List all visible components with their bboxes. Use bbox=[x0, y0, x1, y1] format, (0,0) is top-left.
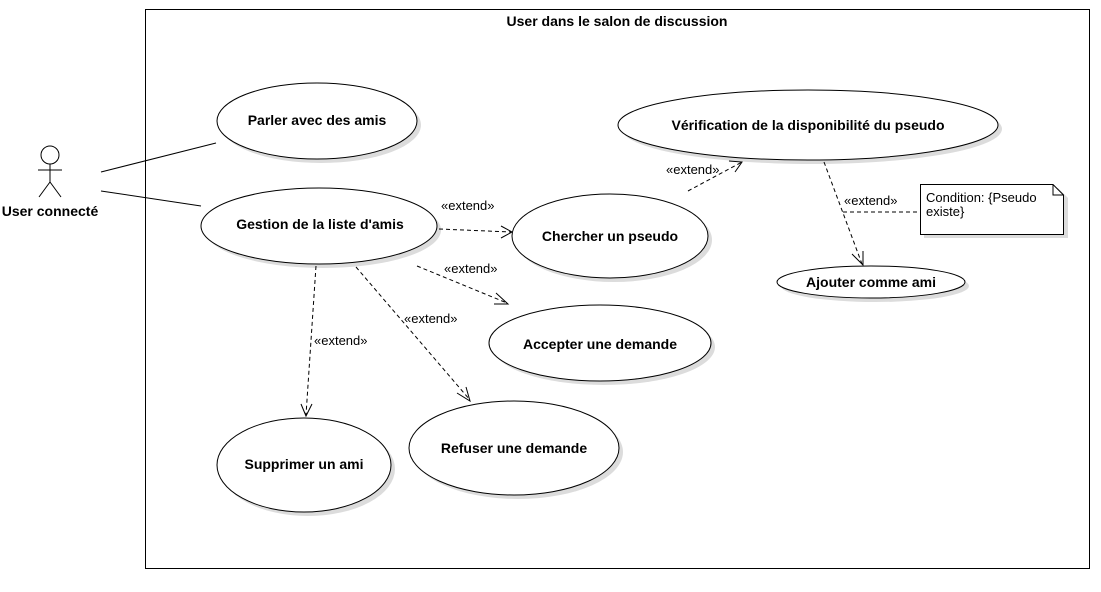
actor-left-leg bbox=[38, 181, 51, 198]
actor-user-connecte: User connecté bbox=[2, 145, 99, 219]
extend-label: «extend» bbox=[444, 261, 498, 276]
use-case-ajouter-label: Ajouter comme ami bbox=[806, 274, 936, 290]
use-case-accepter[interactable]: Accepter une demande bbox=[488, 304, 715, 385]
use-case-verification-label: Vérification de la disponibilité du pseu… bbox=[671, 117, 944, 133]
extend-label: «extend» bbox=[844, 193, 898, 208]
extend-gestion-accepter: «extend» bbox=[416, 261, 510, 305]
association-parler bbox=[100, 142, 217, 173]
association-gestion bbox=[100, 190, 202, 207]
extend-label: «extend» bbox=[314, 333, 368, 348]
use-case-supprimer[interactable]: Supprimer un ami bbox=[216, 417, 395, 516]
use-case-chercher-label: Chercher un pseudo bbox=[542, 228, 678, 244]
extend-gestion-refuser: «extend» bbox=[355, 266, 471, 403]
use-case-refuser[interactable]: Refuser une demande bbox=[408, 400, 623, 499]
use-case-ajouter[interactable]: Ajouter comme ami bbox=[776, 265, 969, 302]
use-case-parler-label: Parler avec des amis bbox=[248, 112, 387, 128]
system-title: User dans le salon de discussion bbox=[507, 13, 728, 29]
use-case-refuser-label: Refuser une demande bbox=[441, 440, 587, 456]
extend-gestion-chercher: «extend» bbox=[438, 198, 514, 239]
extend-chercher-verification: «extend» bbox=[666, 160, 743, 192]
extend-label: «extend» bbox=[441, 198, 495, 213]
use-case-verification[interactable]: Vérification de la disponibilité du pseu… bbox=[617, 89, 1002, 164]
extend-verification-ajouter: «extend» bbox=[823, 161, 898, 267]
use-case-gestion[interactable]: Gestion de la liste d'amis bbox=[200, 187, 441, 268]
note-line-2: existe} bbox=[926, 204, 965, 219]
note-condition: Condition: {Pseudo existe} bbox=[920, 184, 1068, 238]
use-case-gestion-label: Gestion de la liste d'amis bbox=[236, 216, 404, 232]
use-case-supprimer-label: Supprimer un ami bbox=[244, 456, 363, 472]
actor-right-leg bbox=[49, 181, 62, 198]
use-case-accepter-label: Accepter une demande bbox=[523, 336, 677, 352]
extend-gestion-supprimer: «extend» bbox=[300, 265, 368, 418]
extend-label: «extend» bbox=[666, 162, 720, 177]
use-case-parler[interactable]: Parler avec des amis bbox=[216, 82, 421, 163]
use-case-chercher[interactable]: Chercher un pseudo bbox=[511, 193, 712, 282]
extend-label: «extend» bbox=[404, 311, 458, 326]
actor-head bbox=[40, 145, 60, 165]
actor-label: User connecté bbox=[2, 203, 99, 219]
note-line-1: Condition: {Pseudo bbox=[926, 190, 1037, 205]
